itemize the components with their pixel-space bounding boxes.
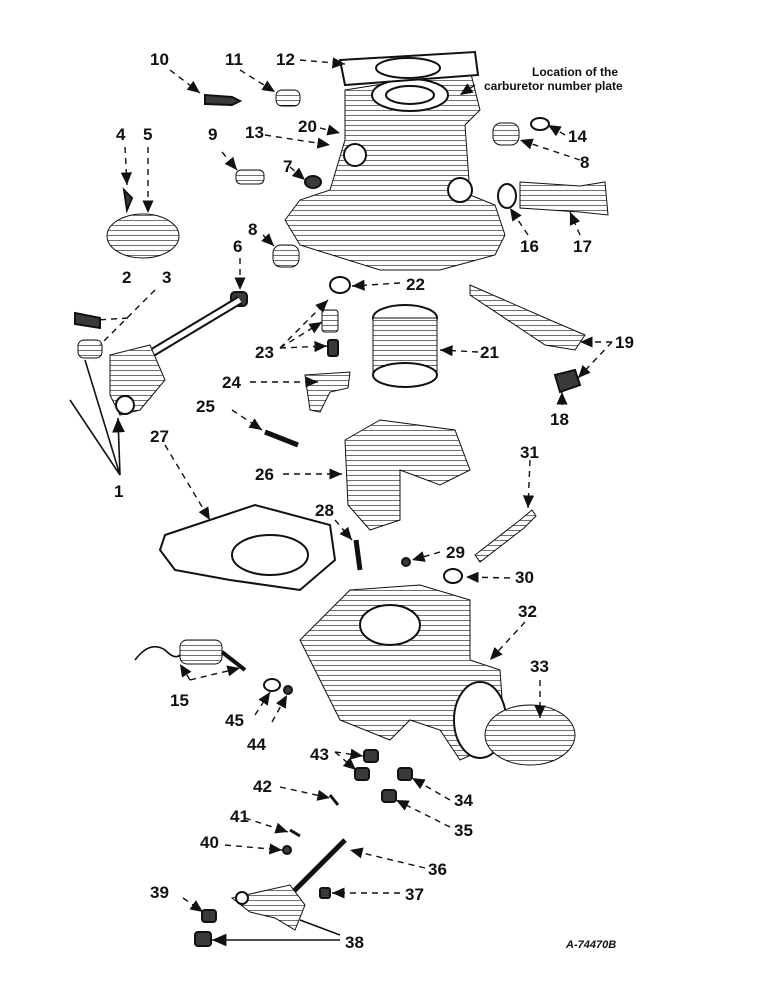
lever-38	[230, 884, 306, 931]
pin-25	[264, 429, 299, 448]
throttle-body-upper	[284, 69, 506, 271]
callout-31: 31	[520, 443, 539, 462]
callout-1: 1	[114, 482, 123, 501]
link-19	[469, 284, 586, 351]
cover-33	[484, 704, 576, 766]
plug-screw-10	[204, 93, 243, 107]
callout-19: 19	[615, 333, 634, 352]
callout-16: 16	[520, 237, 539, 256]
callout-21: 21	[480, 343, 499, 362]
callout-36: 36	[428, 860, 447, 879]
callout-43: 43	[310, 745, 329, 764]
shutoff-valve-15	[134, 639, 247, 672]
drawing-number: A-74470B	[565, 939, 616, 951]
needle-assembly-24	[304, 371, 351, 413]
washer-16	[497, 183, 517, 209]
nut-34	[397, 767, 413, 781]
callout-23: 23	[255, 343, 274, 362]
gasket-top	[338, 50, 480, 87]
callout-35: 35	[454, 821, 473, 840]
callout-3: 3	[162, 268, 171, 287]
pin-42	[328, 794, 340, 806]
jet-23	[321, 309, 339, 357]
spring-11	[275, 89, 301, 107]
callout-14: 14	[568, 127, 587, 146]
spring-3	[77, 339, 103, 359]
callout-18: 18	[550, 410, 569, 429]
callout-41: 41	[230, 807, 249, 826]
callout-13: 13	[245, 123, 264, 142]
venturi-21	[372, 304, 438, 388]
callout-28: 28	[315, 501, 334, 520]
note-line-1: Location of the	[532, 65, 618, 79]
callout-29: 29	[446, 543, 465, 562]
plate-5	[106, 213, 180, 259]
callout-34: 34	[454, 791, 473, 810]
screws-43	[354, 749, 379, 781]
washer-45	[263, 678, 281, 692]
callout-38: 38	[345, 933, 364, 952]
callout-25: 25	[196, 397, 215, 416]
note-line-2: carburetor number plate	[484, 79, 623, 93]
clip-14	[530, 117, 550, 131]
valve-31	[474, 509, 537, 563]
callout-45: 45	[225, 711, 244, 730]
gasket-27	[158, 503, 337, 592]
callout-24: 24	[222, 373, 241, 392]
spring-37	[319, 887, 331, 899]
throttle-shaft	[109, 296, 243, 416]
callout-42: 42	[253, 777, 272, 796]
callout-2: 2	[122, 268, 131, 287]
callout-11: 11	[225, 50, 243, 69]
callout-17: 17	[573, 237, 592, 256]
float-bowl-32	[299, 584, 507, 761]
float-26	[344, 419, 471, 531]
washer-22	[329, 276, 351, 294]
nut-39	[201, 909, 217, 923]
callout-30: 30	[515, 568, 534, 587]
callout-33: 33	[530, 657, 549, 676]
callout-numbers: 10 11 12 13 20 9 7 4 5 6 8 8 14 16 17 22…	[114, 50, 634, 952]
callout-37: 37	[405, 885, 424, 904]
pin-41	[289, 828, 301, 838]
callout-10: 10	[150, 50, 169, 69]
callout-15: 15	[170, 691, 189, 710]
ball-29	[401, 557, 411, 567]
clip-18	[553, 368, 582, 394]
bushing-8-right	[492, 122, 520, 146]
screw-38b	[194, 931, 212, 947]
screw-7	[304, 175, 322, 189]
callout-12: 12	[276, 50, 295, 69]
callout-32: 32	[518, 602, 537, 621]
nut-35	[381, 789, 397, 803]
pin-28	[353, 539, 363, 571]
callout-40: 40	[200, 833, 219, 852]
fitting-17	[519, 181, 609, 216]
callout-5: 5	[143, 125, 152, 144]
callout-20: 20	[298, 117, 317, 136]
screw-4	[122, 187, 134, 214]
callout-8-right: 8	[580, 153, 589, 172]
ball-44	[283, 685, 293, 695]
callout-7: 7	[283, 157, 292, 176]
screw-9	[235, 169, 265, 185]
callout-22: 22	[406, 275, 425, 294]
callout-39: 39	[150, 883, 169, 902]
ball-40	[282, 845, 292, 855]
callout-4: 4	[116, 125, 126, 144]
screw-2	[74, 311, 101, 330]
callout-26: 26	[255, 465, 274, 484]
gasket-30	[443, 568, 463, 584]
callout-6: 6	[233, 237, 242, 256]
bushing-8-left	[272, 244, 300, 268]
callout-27: 27	[150, 427, 169, 446]
callout-44: 44	[247, 735, 266, 754]
callout-8-left: 8	[248, 220, 257, 239]
callout-9: 9	[208, 125, 217, 144]
leader-lines	[69, 57, 613, 947]
choke-shaft-36	[288, 838, 347, 897]
